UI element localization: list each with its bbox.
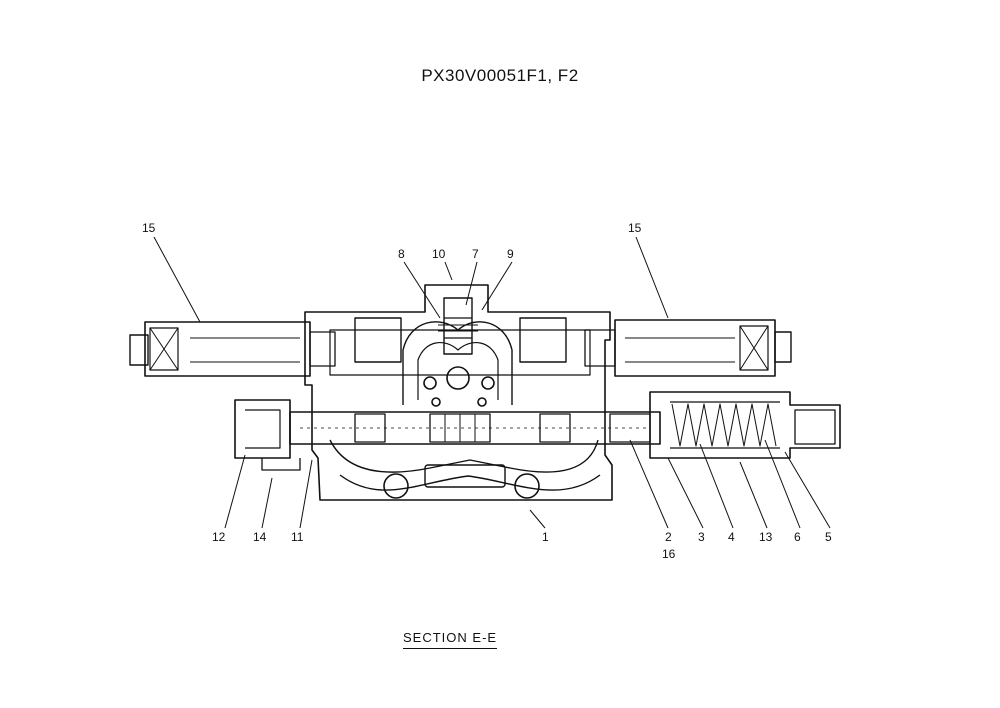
right-end-plug [794, 409, 836, 445]
right-spring-housing [649, 391, 841, 459]
callout-13: 13 [759, 530, 773, 544]
center-arch-inner [417, 342, 499, 400]
callout-11: 11 [291, 530, 304, 544]
callout-14: 14 [253, 530, 267, 544]
left-solenoid-neck [309, 331, 336, 367]
callout-9: 9 [507, 247, 514, 261]
right-solenoid-neck [584, 329, 616, 367]
arch-hole-center [446, 366, 470, 390]
callout-7: 7 [472, 247, 479, 261]
callout-3: 3 [698, 530, 705, 544]
right-solenoid-body [614, 319, 776, 377]
arch-hole-left-low [431, 397, 441, 407]
callout-10: 10 [432, 247, 446, 261]
drawing-title: PX30V00051F1, F2 [421, 66, 579, 85]
callout-15-left: 15 [142, 221, 156, 235]
left-solenoid-body [144, 321, 311, 377]
arch-hole-right [481, 376, 495, 390]
top-plug [443, 297, 473, 355]
right-solenoid-nut [774, 331, 792, 363]
spring-coils [671, 403, 777, 447]
left-piston-block [354, 317, 402, 363]
body-inner-cavity [329, 329, 591, 376]
arch-hole-left [423, 376, 437, 390]
body-bottom-passage [339, 474, 601, 491]
right-solenoid-coil [739, 325, 769, 371]
body-lower-passage [329, 439, 599, 473]
port-right-bottom [514, 473, 540, 499]
port-left-bottom [383, 473, 409, 499]
callout-1: 1 [542, 530, 549, 544]
callout-4: 4 [728, 530, 735, 544]
top-plug-ring [438, 324, 478, 332]
arch-hole-right-low [477, 397, 487, 407]
right-piston-block [519, 317, 567, 363]
callout-12: 12 [212, 530, 226, 544]
section-label: SECTION E-E [403, 630, 498, 649]
callout-6: 6 [794, 530, 801, 544]
callout-5: 5 [825, 530, 832, 544]
left-solenoid-nut [129, 334, 149, 366]
valve-body [304, 284, 613, 501]
callout-8: 8 [398, 247, 405, 261]
center-arch [402, 321, 513, 405]
callout-2: 2 [665, 530, 672, 544]
left-end-cap [234, 399, 291, 459]
callout-15-right: 15 [628, 221, 642, 235]
callout-16: 16 [662, 547, 676, 561]
left-solenoid-coil [149, 327, 179, 371]
left-stop-plug [261, 458, 301, 471]
bottom-window [424, 464, 506, 488]
